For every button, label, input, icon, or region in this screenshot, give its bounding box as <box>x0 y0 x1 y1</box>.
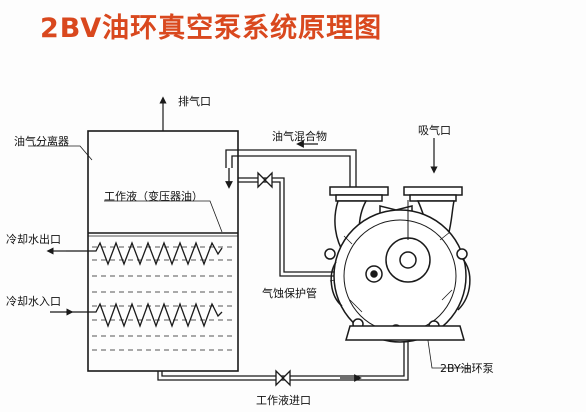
oil-gas-return-pipe <box>225 140 357 189</box>
oil-ring-pump <box>324 186 471 343</box>
separator-label: 油气分离器 <box>14 135 69 148</box>
exhaust-label: 排气口 <box>178 95 211 108</box>
upper-cooling-coil <box>66 241 223 266</box>
fluid-inlet-label: 工作液进口 <box>256 394 311 407</box>
fluid-inlet-pipe <box>157 338 409 387</box>
cooling-out-label: 冷却水出口 <box>6 233 61 246</box>
cavitation-pipe-label: 气蚀保护管 <box>262 287 317 300</box>
oil-gas-mix-label: 油气混合物 <box>272 130 327 143</box>
valve-bottom <box>275 369 291 387</box>
lower-cooling-coil <box>66 302 223 328</box>
separator-tank <box>87 130 239 372</box>
pump-label: 2BY油环泵 <box>440 362 494 375</box>
liquid-level-lines <box>92 246 234 351</box>
cavitation-pipe <box>238 171 370 277</box>
intake-label: 吸气口 <box>418 124 451 137</box>
working-fluid-label: 工作液（变压器油） <box>104 190 203 203</box>
cooling-in-label: 冷却水入口 <box>6 295 61 308</box>
diagram-title: 2BV油环真空泵系统原理图 <box>40 13 383 44</box>
valve-top <box>257 171 273 189</box>
